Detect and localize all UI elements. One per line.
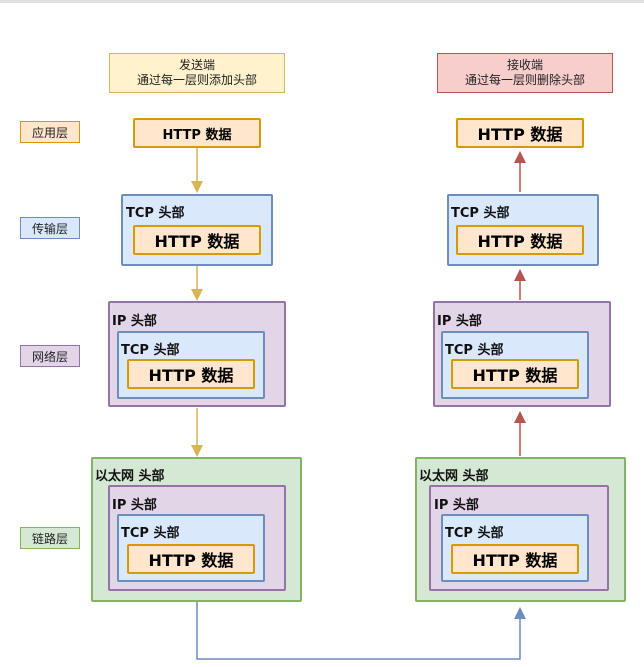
layer-label-network: 网络层 — [20, 345, 80, 367]
send-tcp-header-label: TCP 头部 — [126, 206, 185, 221]
send-eth-header-label: 以太网 头部 — [95, 469, 165, 484]
send-app-http-label: HTTP 数据 — [162, 127, 232, 143]
receiver-header: 接收端 通过每一层则删除头部 — [437, 53, 613, 93]
recv-ip-header-label: IP 头部 — [437, 314, 482, 329]
recv-eth-header-label: 以太网 头部 — [419, 469, 489, 484]
send-eth-http-data: HTTP 数据 — [127, 544, 255, 574]
sender-header: 发送端 通过每一层则添加头部 — [109, 53, 285, 93]
sender-header-subtitle: 通过每一层则添加头部 — [136, 73, 257, 87]
recv-tcp-http-data: HTTP 数据 — [456, 225, 584, 255]
send-eth-ip-header-label: IP 头部 — [112, 498, 157, 513]
recv-eth-tcp-header-label: TCP 头部 — [445, 526, 504, 541]
top-divider — [0, 0, 644, 3]
recv-eth-http-data: HTTP 数据 — [451, 544, 579, 574]
recv-ip-http-data: HTTP 数据 — [451, 359, 579, 389]
physical-link-line — [196, 601, 526, 660]
recv-ip-http-label: HTTP 数据 — [472, 366, 558, 385]
layer-label-application: 应用层 — [20, 121, 80, 143]
send-ip-http-label: HTTP 数据 — [148, 366, 234, 385]
recv-eth-ip-header-label: IP 头部 — [434, 498, 479, 513]
layer-label-link: 链路层 — [20, 527, 80, 549]
receiver-header-subtitle: 通过每一层则删除头部 — [464, 73, 585, 87]
send-eth-tcp-header-label: TCP 头部 — [121, 526, 180, 541]
recv-ip-tcp-header-label: TCP 头部 — [445, 343, 504, 358]
recv-eth-http-label: HTTP 数据 — [472, 551, 558, 570]
recv-tcp-http-label: HTTP 数据 — [477, 232, 563, 251]
layer-label-transport: 传输层 — [20, 217, 80, 239]
send-ip-http-data: HTTP 数据 — [127, 359, 255, 389]
send-ip-header-label: IP 头部 — [112, 314, 157, 329]
send-ip-tcp-header-label: TCP 头部 — [121, 343, 180, 358]
send-tcp-http-label: HTTP 数据 — [154, 232, 240, 251]
recv-app-http-label: HTTP 数据 — [477, 125, 563, 144]
send-eth-http-label: HTTP 数据 — [148, 551, 234, 570]
send-tcp-http-data: HTTP 数据 — [133, 225, 261, 255]
recv-tcp-header-label: TCP 头部 — [451, 206, 510, 221]
receiver-header-title: 接收端 — [506, 58, 543, 72]
recv-app-http-data: HTTP 数据 — [456, 118, 584, 148]
send-app-http-data: HTTP 数据 — [133, 118, 261, 148]
sender-header-title: 发送端 — [178, 58, 215, 72]
